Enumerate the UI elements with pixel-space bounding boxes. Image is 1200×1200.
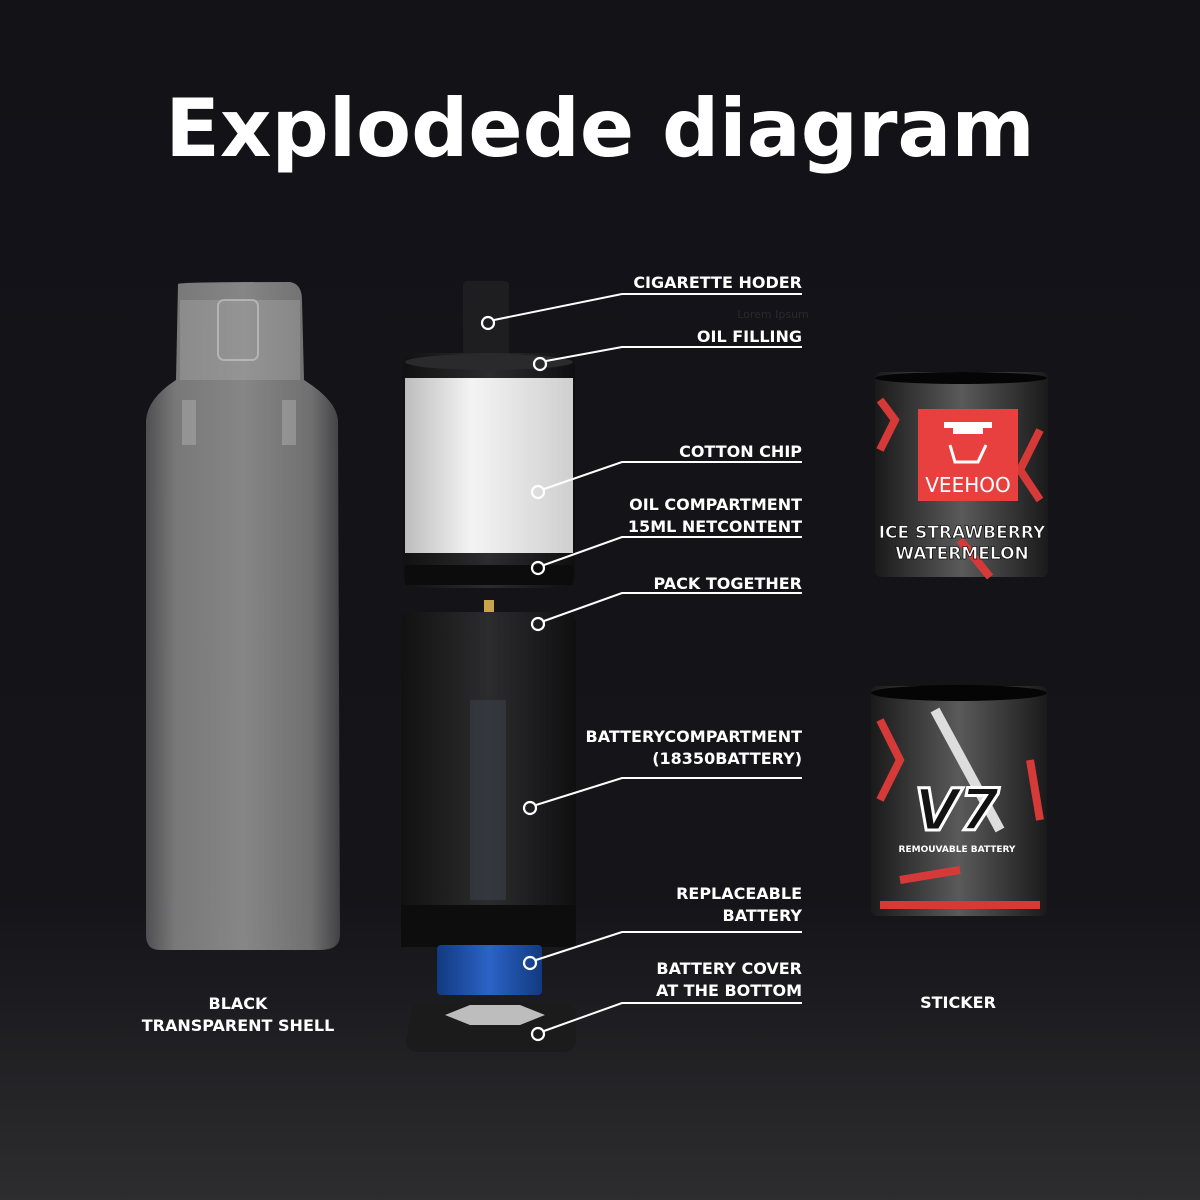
callout-label: COTTON CHIP — [679, 442, 802, 461]
sticker-veehoo: VEEHOO ICE STRAWBERRY WATERMELON — [875, 372, 1048, 580]
callout: PACK TOGETHER — [530, 574, 802, 632]
oil-compartment — [403, 353, 575, 588]
leader-line — [543, 592, 802, 622]
leader-line — [545, 346, 802, 362]
callout-dot — [530, 560, 546, 576]
sticker-brand: VEEHOO — [925, 473, 1010, 497]
callout-label: BATTERYCOMPARTMENT — [586, 727, 803, 746]
battery-compartment — [401, 612, 576, 947]
callout-dot — [530, 484, 546, 500]
callout: BATTERYCOMPARTMENT (18350BATTERY) — [522, 727, 803, 816]
sticker-caption: REMOUVABLE BATTERY — [899, 845, 1016, 855]
sticker-logo: V7 — [914, 776, 1000, 844]
replaceable-battery — [437, 945, 542, 995]
callout: OIL COMPARTMENT 15ML NETCONTENT — [530, 495, 802, 576]
callout-label: BATTERY — [723, 906, 803, 925]
sticker-v7: V7 REMOUVABLE BATTERY — [871, 685, 1047, 916]
leader-line — [543, 461, 802, 490]
callout-dot — [480, 315, 496, 331]
callout-label: OIL FILLING — [697, 327, 802, 346]
callout-label: CIGARETTE HODER — [633, 273, 802, 292]
callout: REPLACEABLE BATTERY — [522, 884, 803, 971]
sticker-flavor-1: ICE STRAWBERRY — [879, 523, 1046, 543]
leader-line — [535, 777, 802, 806]
callout-label: 15ML NETCONTENT — [628, 517, 802, 536]
leader-line — [543, 1002, 802, 1032]
callout: COTTON CHIP — [530, 442, 802, 500]
callout: CIGARETTE HODER — [480, 273, 802, 331]
callout-dot — [530, 1026, 546, 1042]
callouts: CIGARETTE HODER OIL FILLING COTTON CHIP OIL… — [480, 273, 803, 1042]
callout-dot — [530, 616, 546, 632]
callout: OIL FILLING — [532, 327, 802, 372]
callout: BATTERY COVER AT THE BOTTOM — [530, 959, 802, 1042]
leader-line — [493, 293, 802, 321]
callout-dot — [532, 356, 548, 372]
connector-pin — [484, 600, 494, 622]
callout-label: (18350BATTERY) — [652, 749, 802, 768]
callout-dot — [522, 955, 538, 971]
transparent-shell — [146, 282, 340, 950]
callout-label: REPLACEABLE — [676, 884, 802, 903]
battery-cover — [406, 1002, 576, 1052]
page-title: Explodede diagram — [165, 82, 1035, 175]
callout-label: PACK TOGETHER — [654, 574, 802, 593]
shell-label-1: BLACK — [209, 994, 269, 1013]
faint-placeholder-text: Lorem Ipsum — [737, 308, 809, 321]
callout-dot — [522, 800, 538, 816]
leader-line — [535, 931, 802, 961]
leader-line — [543, 536, 802, 566]
callout-label: BATTERY COVER — [656, 959, 802, 978]
cotton-chip — [405, 378, 573, 553]
callout-label: AT THE BOTTOM — [656, 981, 802, 1000]
sticker-flavor-2: WATERMELON — [895, 544, 1029, 564]
sticker-label: STICKER — [920, 993, 996, 1012]
shell-label-2: TRANSPARENT SHELL — [142, 1016, 335, 1035]
callout-label: OIL COMPARTMENT — [629, 495, 802, 514]
